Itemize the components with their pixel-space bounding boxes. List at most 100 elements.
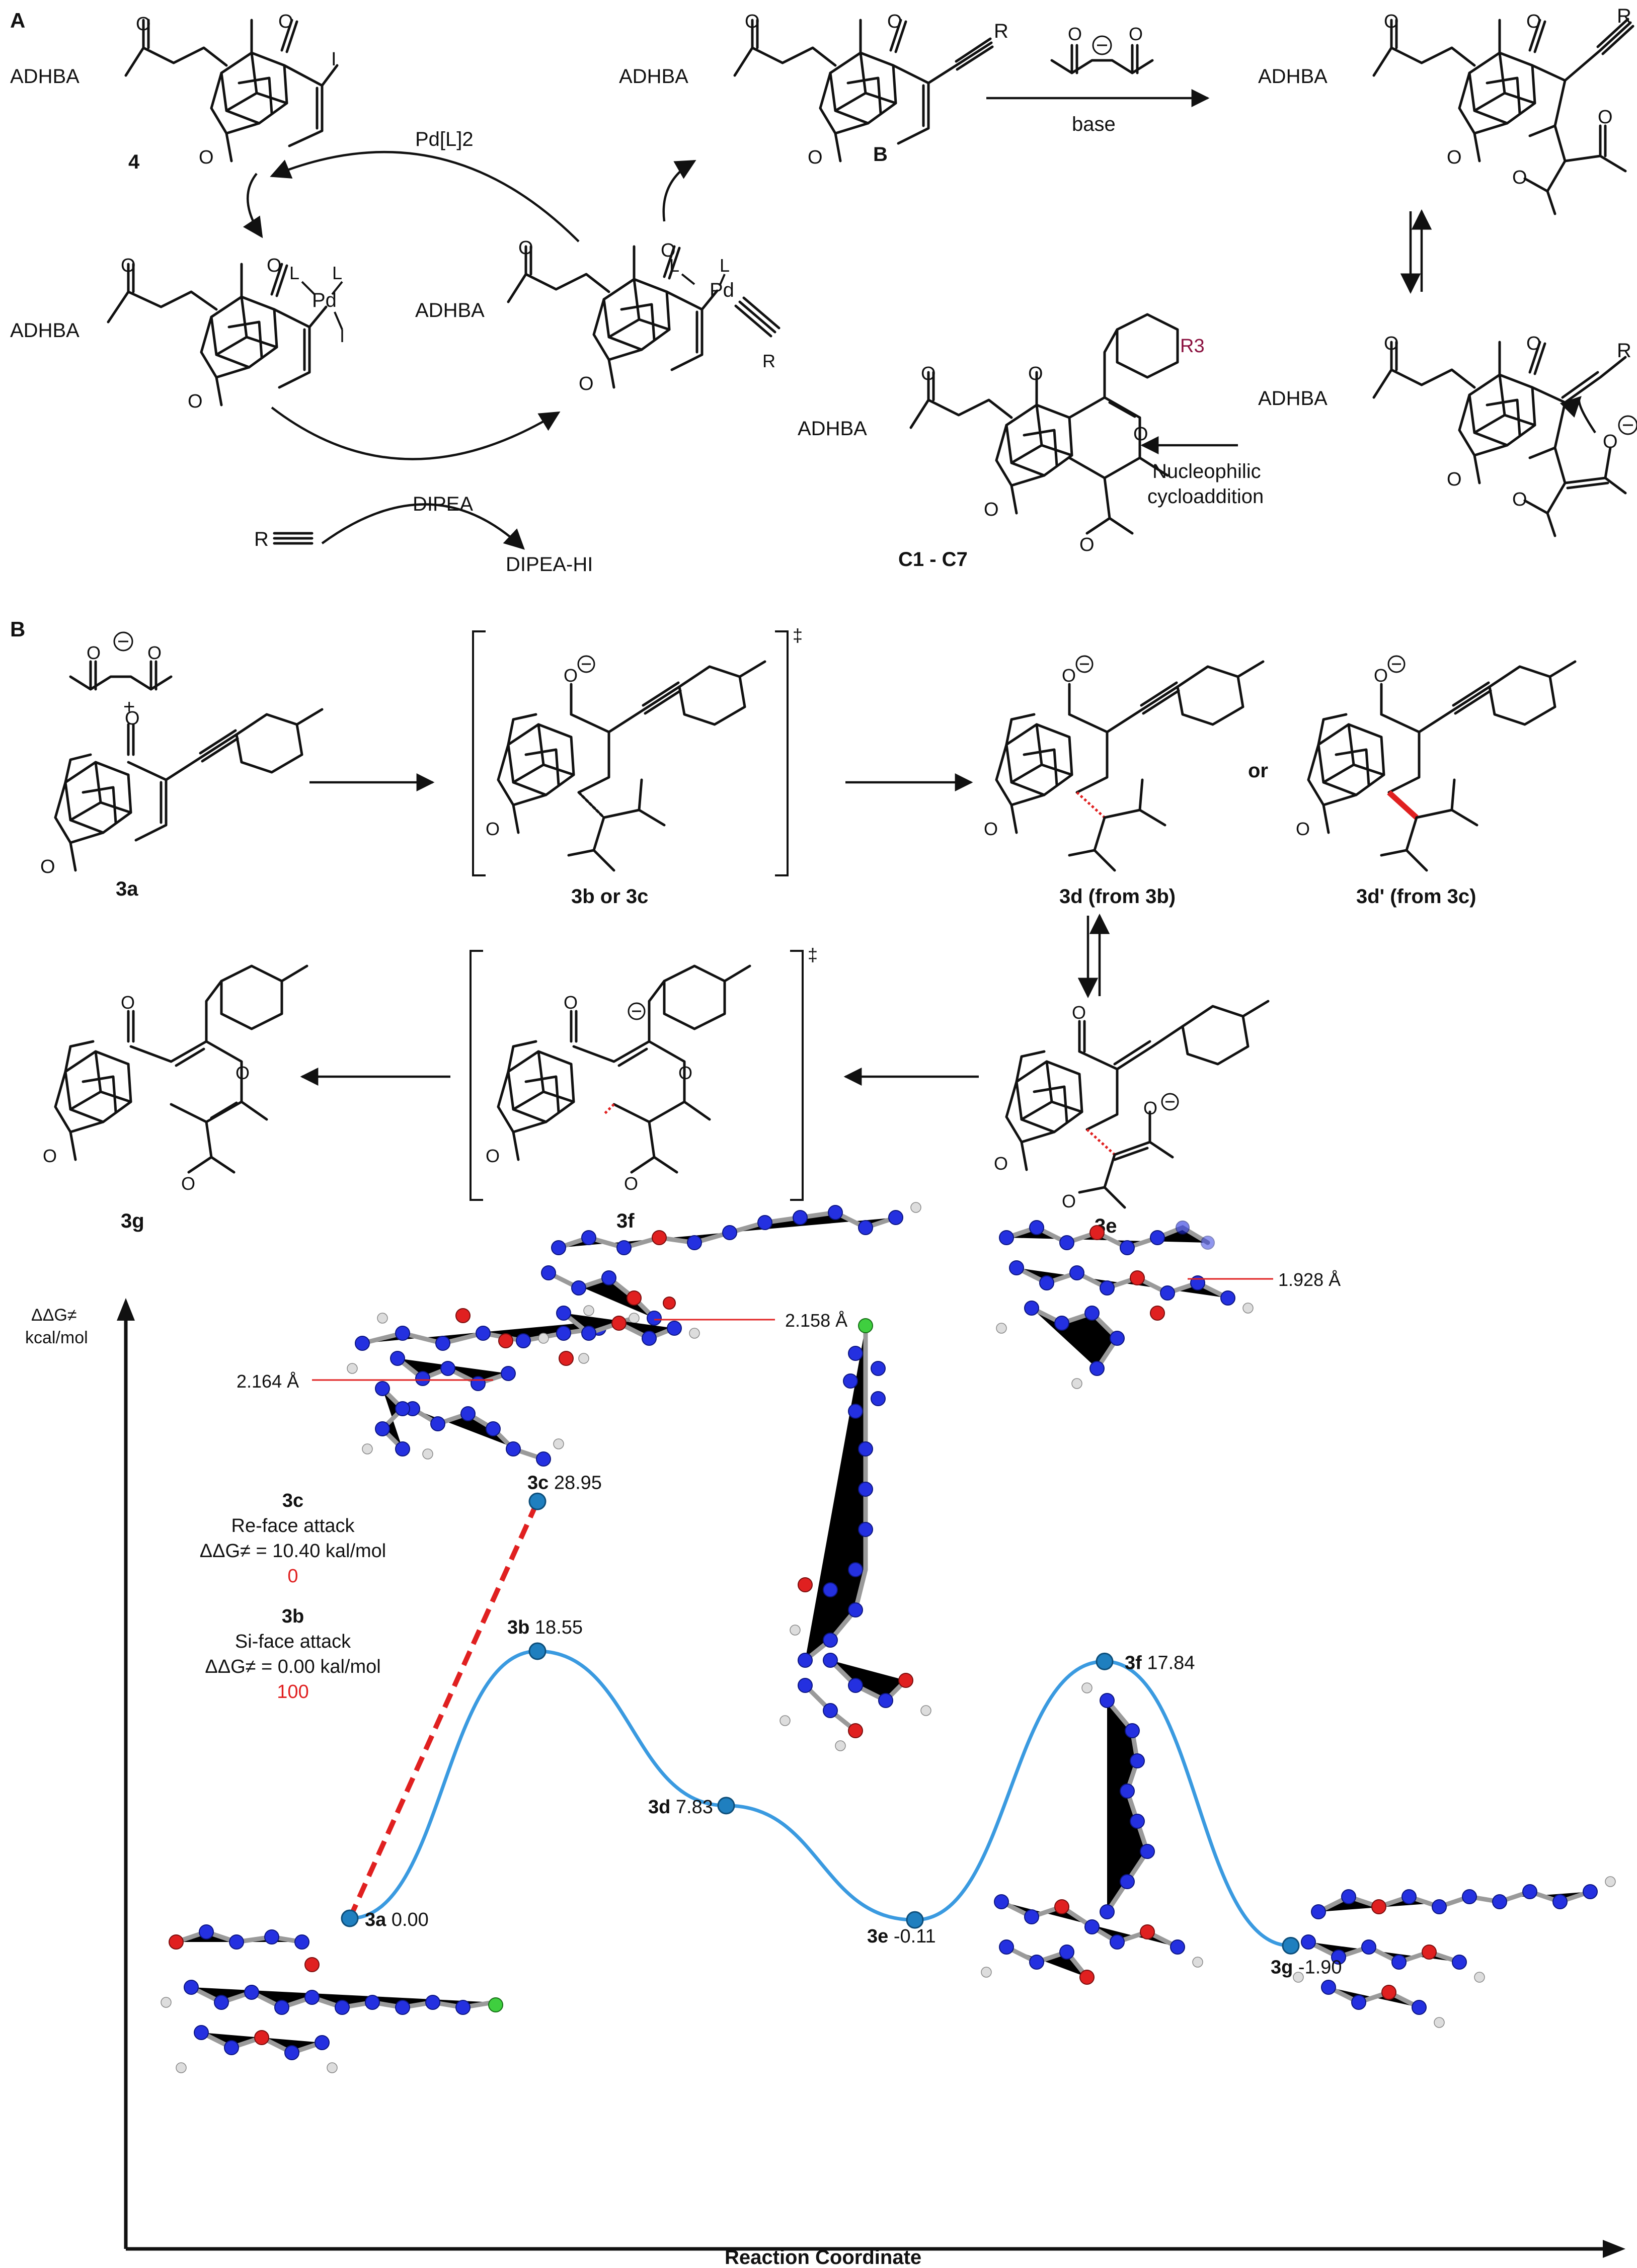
oxygen-atom-label: O — [486, 1146, 500, 1166]
profile-point-3g — [1282, 1936, 1300, 1955]
ts-bracket-right — [775, 630, 789, 876]
compound-b-label: B — [873, 143, 888, 166]
oxygen-atom-label: O — [87, 642, 101, 663]
acac-anion-structure — [1050, 35, 1154, 74]
x-axis-label: Reaction Coordinate — [725, 2246, 921, 2268]
oxygen-atom-label: O — [188, 391, 203, 412]
ligand-label: L — [720, 255, 730, 276]
energy-profile-axes — [117, 1298, 1625, 2258]
legend-3c-attack: Re-face attack — [231, 1515, 355, 1536]
oxygen-atom-label: O — [579, 373, 594, 394]
molecule-render-3g — [1293, 1876, 1616, 2028]
or-separator: or — [1248, 760, 1268, 782]
molecule-render-3d — [779, 1318, 931, 1751]
base-reagent-label: DIPEA — [413, 493, 473, 515]
oxygen-atom-label: O — [1129, 24, 1143, 44]
profile-point-label-3f: 3f 17.84 — [1125, 1652, 1195, 1673]
r3-substituent-label: R3 — [1180, 336, 1205, 357]
oxygen-atom-label: O — [121, 992, 135, 1013]
compound-3g-structure — [55, 964, 308, 1174]
oxygen-atom-label: O — [1526, 11, 1541, 32]
oxidative-addition-arrow — [243, 173, 263, 238]
compound-3a-structure — [55, 631, 324, 870]
profile-point-3a — [341, 1909, 359, 1927]
cyclization-label-2: cycloaddition — [1147, 485, 1264, 508]
profile-point-label-3d: 3d 7.83 — [648, 1797, 713, 1818]
ligand-bonds — [681, 273, 726, 286]
compound-3g-label: 3g — [121, 1210, 144, 1232]
compound-3e-structure — [1006, 1000, 1270, 1209]
product-substituent: ADHBA — [798, 418, 867, 440]
product-c1-c7-structure — [909, 313, 1179, 535]
oxygen-atom-label: O — [1603, 431, 1618, 452]
oxygen-atom-label: O — [984, 499, 999, 520]
oxygen-atom-label: O — [1133, 424, 1148, 445]
pd-complex-2-structure — [507, 245, 781, 387]
molecule-render-3e — [981, 1682, 1203, 1985]
oxygen-atom-label: O — [1079, 534, 1095, 555]
allenolate-structure — [1372, 341, 1637, 537]
profile-point-label-3c: 3c 28.95 — [527, 1472, 602, 1493]
compound-3d-prime-label: 3d' (from 3c) — [1356, 885, 1476, 908]
oxygen-atom-label: O — [661, 240, 676, 261]
ligand-label: L — [289, 263, 299, 283]
oxygen-atom-label: O — [564, 992, 578, 1013]
legend-3c-ddg: ΔΔG≠ = 10.40 kal/mol — [200, 1541, 386, 1562]
oxygen-atom-label: O — [994, 1153, 1008, 1174]
allenolate-r-label: R — [1617, 340, 1631, 362]
oxygen-atom-label: O — [125, 708, 140, 729]
oxygen-atom-label: O — [181, 1173, 195, 1194]
molecule-render-3c — [347, 1305, 640, 1467]
profile-point-label-3a: 3a 0.00 — [365, 1909, 429, 1930]
molecule-render-3b — [538, 1202, 921, 1364]
distance-label-3b: 2.158 Å — [785, 1310, 847, 1331]
molecule-render-3a — [161, 1924, 503, 2073]
y-axis-label-line1: ΔΔG≠ — [31, 1306, 77, 1325]
iodide-label: I — [340, 326, 345, 346]
reductive-elimination-arrow — [662, 159, 696, 222]
compound-4-substituent: ADHBA — [10, 65, 80, 88]
profile-point-3d — [717, 1797, 735, 1815]
compound-3a-label: 3a — [116, 878, 138, 900]
oxygen-atom-label: O — [1512, 167, 1527, 188]
ligand-bonds — [301, 281, 343, 330]
ts-3b-3c-structure — [498, 660, 766, 872]
legend-3c-title: 3c — [282, 1490, 303, 1511]
catalyst-label: Pd[L]2 — [415, 128, 474, 150]
base-condition-label: base — [1072, 113, 1116, 135]
double-dagger-symbol: ‡ — [793, 625, 803, 645]
cyclization-label-1: Nucleophilic — [1152, 460, 1261, 482]
distance-label-3f: 1.928 Å — [1278, 1269, 1341, 1290]
oxygen-atom-label: O — [1296, 819, 1310, 839]
oxygen-atom-label: O — [1384, 11, 1399, 32]
oxygen-atom-label: O — [518, 237, 533, 259]
molecule-render-3f — [996, 1220, 1254, 1389]
cycle-arrow-bottom — [271, 407, 561, 460]
oxygen-atom-label: O — [136, 14, 151, 35]
oxygen-atom-label: O — [1447, 147, 1462, 168]
oxygen-atom-label: O — [808, 147, 823, 168]
oxygen-atom-label: O — [1384, 333, 1399, 354]
oxygen-atom-label: O — [236, 1063, 250, 1083]
y-axis-label-line2: kcal/mol — [25, 1328, 88, 1347]
compound-4-label: 4 — [128, 151, 140, 173]
ligand-label: L — [669, 255, 679, 276]
adduct-substituent: ADHBA — [1258, 65, 1328, 88]
profile-point-3e — [906, 1911, 924, 1929]
oxygen-atom-label: O — [1512, 489, 1527, 510]
oxygen-atom-label: O — [1447, 469, 1462, 490]
oxygen-atom-label: O — [147, 642, 162, 663]
oxygen-atom-label: O — [678, 1063, 692, 1083]
panel-a-label: A — [10, 9, 25, 32]
byproduct-label: DIPEA-HI — [506, 553, 593, 576]
allenolate-substituent: ADHBA — [1258, 387, 1328, 410]
double-dagger-symbol: ‡ — [808, 944, 818, 965]
oxygen-atom-label: O — [984, 819, 998, 839]
oxygen-atom-label: O — [745, 11, 760, 32]
compound-b-structure — [733, 19, 994, 161]
dipea-arrow — [321, 503, 525, 550]
pd-complex-1-substituent: ADHBA — [10, 319, 80, 342]
oxygen-atom-label: O — [43, 1146, 57, 1166]
legend-3b-ddg: ΔΔG≠ = 0.00 kal/mol — [205, 1656, 380, 1677]
